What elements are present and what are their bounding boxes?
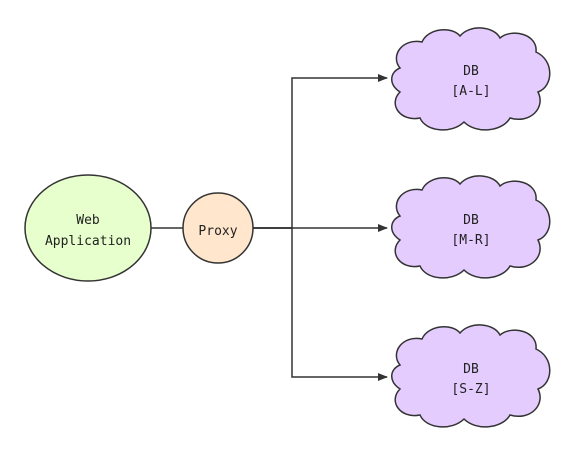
- web-application-label-line1: Web: [76, 213, 100, 228]
- proxy-label: Proxy: [198, 224, 237, 239]
- db-m-r-label-line2: [M-R]: [451, 233, 490, 248]
- db-s-z-label-line2: [S-Z]: [451, 382, 490, 397]
- proxy-shape: [182, 192, 254, 264]
- edge-proxy-db-a-l: [253, 74, 388, 229]
- db-m-r-label-line1: DB: [463, 213, 479, 228]
- web-application-shape: [24, 174, 152, 282]
- db-a-l-label-line2: [A-L]: [451, 84, 490, 99]
- web-application-label-line2: Application: [45, 234, 131, 249]
- db-s-z-node[interactable]: DB [S-Z]: [390, 324, 551, 428]
- proxy-node[interactable]: Proxy: [182, 192, 254, 264]
- edge-proxy-db-s-z: [253, 227, 388, 381]
- db-a-l-node[interactable]: DB [A-L]: [390, 27, 551, 131]
- db-a-l-label-line1: DB: [463, 64, 479, 79]
- db-m-r-node[interactable]: DB [M-R]: [390, 175, 551, 279]
- web-application-node[interactable]: Web Application: [24, 174, 152, 282]
- edges: [151, 74, 388, 381]
- db-s-z-label-line1: DB: [463, 362, 479, 377]
